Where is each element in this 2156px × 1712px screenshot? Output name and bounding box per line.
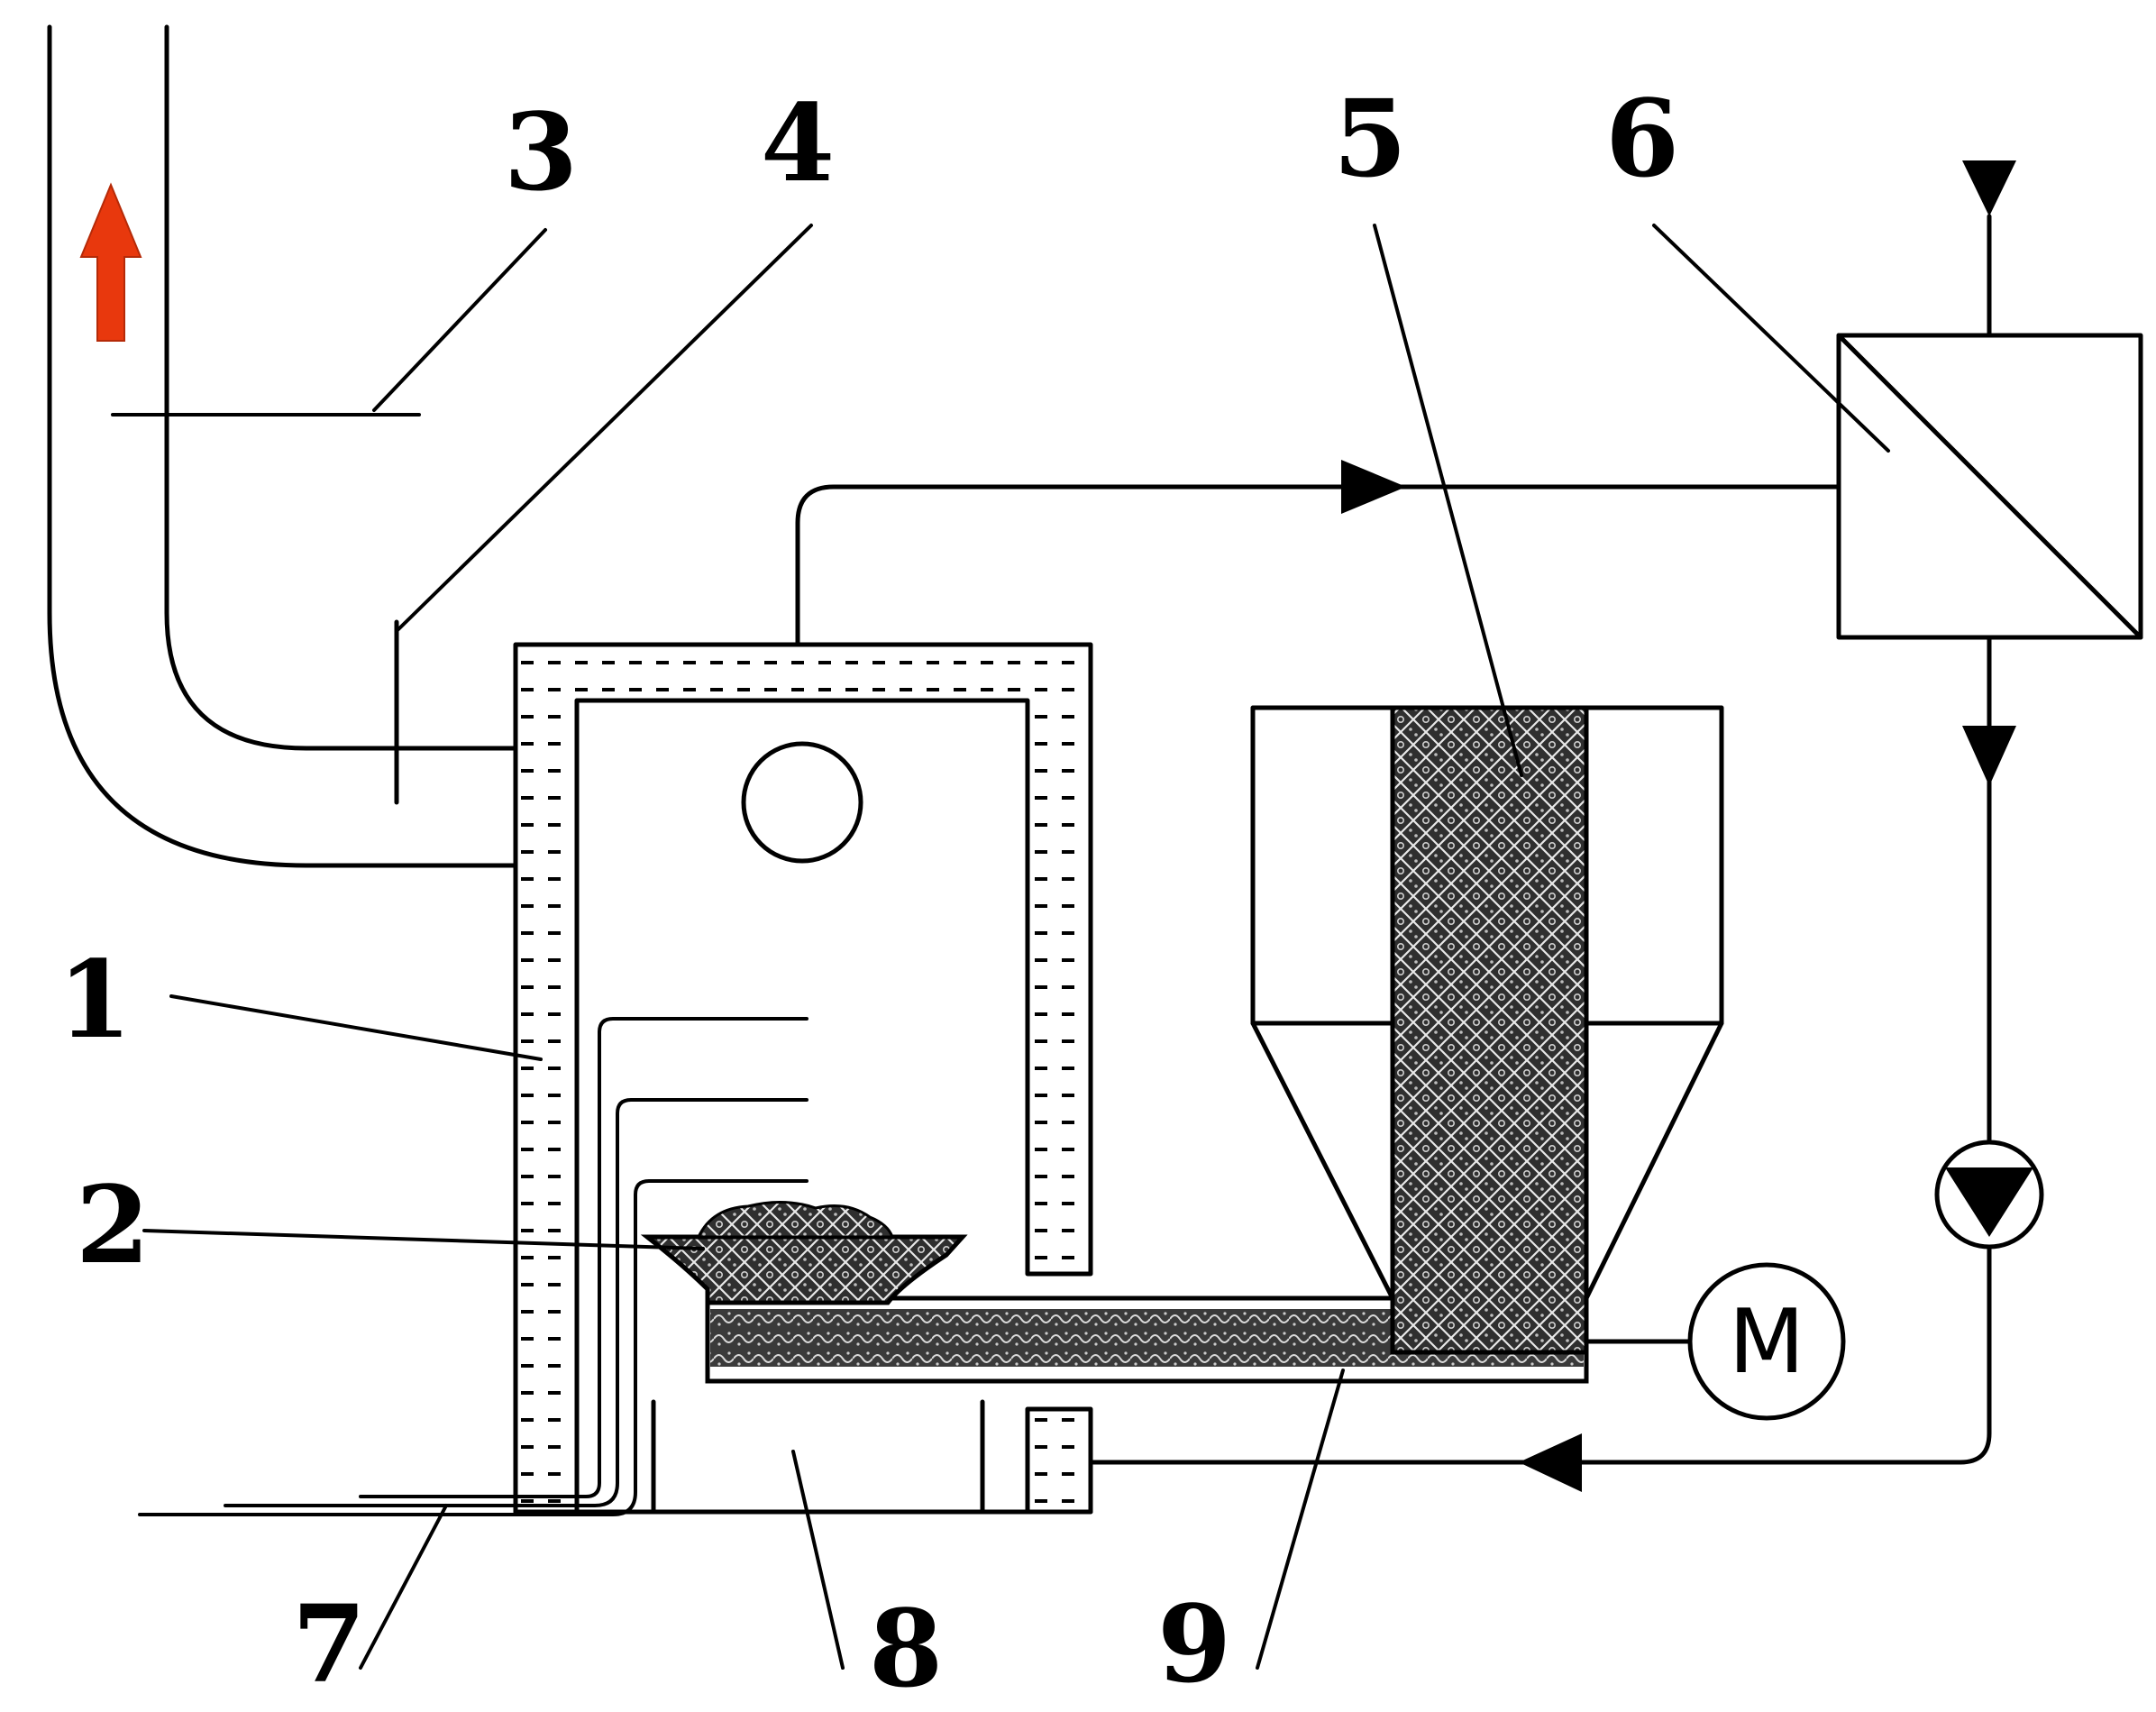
pellet-hopper [1250, 705, 1724, 1355]
inspection-port [741, 741, 863, 864]
motor-icon: M [1584, 1262, 1846, 1421]
return-pipe [1088, 1244, 1992, 1492]
callout-7: 7 [292, 1581, 366, 1707]
flow-arrow-icon [1519, 1433, 1582, 1492]
leader-lines [111, 224, 1890, 1670]
plate-heat-exchanger [1836, 160, 2143, 1143]
callout-3: 3 [504, 89, 578, 215]
heat-exchanger-tubes [138, 1017, 808, 1516]
callout-6: 6 [1605, 76, 1679, 201]
supply-pipe [795, 460, 1841, 647]
callout-8: 8 [869, 1586, 943, 1711]
callout-1: 1 [58, 937, 132, 1062]
callout-4: 4 [761, 80, 835, 206]
callout-9: 9 [1157, 1581, 1231, 1707]
callout-5: 5 [1333, 76, 1407, 201]
chimney-flue [47, 24, 518, 868]
flow-arrow-icon [1962, 160, 2016, 216]
ash-box [651, 1399, 985, 1515]
callout-numbers: 1 2 3 4 5 6 7 8 9 [58, 76, 1679, 1711]
boiler-water-jacket [513, 642, 1093, 1515]
pump-icon [1934, 1140, 2044, 1250]
up-arrow-icon [79, 182, 142, 342]
flow-arrow-icon [1962, 726, 2016, 786]
callout-2: 2 [76, 1162, 150, 1287]
flow-arrow-icon [1341, 460, 1406, 514]
motor-label: M [1729, 1291, 1805, 1394]
